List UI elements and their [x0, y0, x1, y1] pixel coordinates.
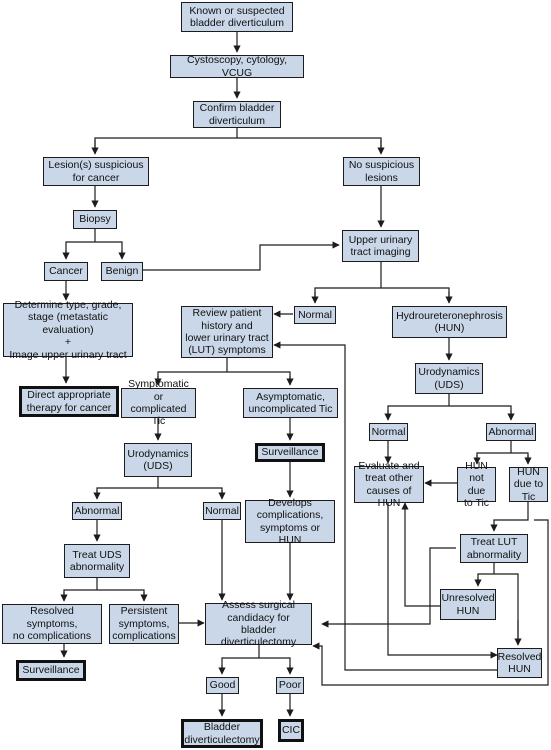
node-develops-complications: Develops complications, symptoms or HUN	[245, 497, 335, 546]
node-hun-not-due-tic: HUN not due to Tic	[457, 460, 496, 509]
node-abnormal-uds-right: Abnormal	[486, 423, 536, 441]
edge-udsl-split	[96, 477, 223, 498]
node-treat-uds-abnormality: Treat UDS abnormality	[64, 544, 130, 578]
node-unresolved-hun: Unresolved HUN	[440, 589, 496, 620]
edge-evaluate-resolvedhun	[387, 503, 498, 659]
edge-resolvedhun-review	[273, 341, 497, 671]
node-normal-uds-right: Normal	[369, 423, 408, 441]
node-normal-left: Normal	[203, 502, 241, 520]
node-symptomatic-tic: Symptomatic or complicated Tic	[121, 378, 196, 427]
edge-treatlut-assess	[321, 547, 456, 628]
node-poor: Poor	[276, 677, 304, 694]
node-lesion-suspicious: Lesion(s) suspicious for cancer	[43, 157, 149, 186]
node-direct-therapy: Direct appropriate therapy for cancer	[19, 386, 119, 417]
edge-biopsy-split	[65, 229, 123, 256]
node-asymptomatic-tic: Asymptomatic, uncomplicated Tic	[243, 388, 338, 418]
edge-upper-split	[314, 262, 450, 300]
node-determine-type: Determine type, grade, stage (metastatic…	[3, 299, 133, 361]
node-cystoscopy: Cystoscopy, cytology, VCUG	[170, 54, 304, 79]
node-upper-urinary-imaging: Upper urinary tract imaging	[342, 230, 419, 262]
edge-unresolved-evaluate	[401, 502, 440, 607]
node-known-or-suspected: Known or suspected bladder diverticulum	[181, 2, 293, 32]
node-hydroureteronephrosis: Hydroureteronephrosis (HUN)	[392, 306, 507, 338]
edge-udsr-split	[387, 394, 512, 418]
node-normal-imaging: Normal	[294, 306, 336, 324]
node-assess-surgical-candidacy: Assess surgical candidacy for bladder di…	[205, 599, 312, 648]
node-treat-lut-abnormality: Treat LUT abnormality	[460, 534, 528, 563]
node-good: Good	[206, 677, 239, 694]
node-bladder-diverticulectomy: Bladder diverticulectomy	[181, 719, 263, 748]
node-surveillance-left: Surveillance	[16, 660, 86, 681]
node-hun-due-tic: HUN due to Tic	[509, 466, 548, 503]
edge-assess-split	[221, 645, 291, 672]
node-surveillance-mid: Surveillance	[255, 443, 325, 462]
node-abnormal-left: Abnormal	[72, 502, 122, 520]
node-evaluate-other-causes: Evaluate and treat other causes of HUN	[354, 460, 424, 509]
node-review-patient-history: Review patient history and lower urinary…	[181, 306, 273, 358]
node-no-suspicious: No suspicious lesions	[343, 157, 420, 186]
node-persistent-symptoms: Persistent symptoms, complications	[109, 604, 179, 644]
node-cancer: Cancer	[44, 262, 88, 281]
node-resolved-hun: Resolved HUN	[497, 648, 542, 678]
node-urodynamics-right: Urodynamics (UDS)	[415, 363, 483, 394]
node-benign: Benign	[101, 262, 143, 281]
edge-confirm-split	[94, 128, 382, 150]
node-biopsy: Biopsy	[73, 210, 117, 229]
edge-treat-split	[63, 578, 145, 600]
node-resolved-symptoms: Resolved symptoms, no complications	[2, 604, 102, 644]
node-cic: CIC	[278, 719, 304, 742]
edge-hundue-treatlut	[490, 502, 529, 532]
node-urodynamics-left: Urodynamics (UDS)	[124, 443, 192, 477]
node-confirm-diverticulum: Confirm bladder diverticulum	[193, 101, 281, 128]
edge-treatlut-loop	[312, 519, 549, 686]
edge-benign-upper	[143, 241, 340, 271]
